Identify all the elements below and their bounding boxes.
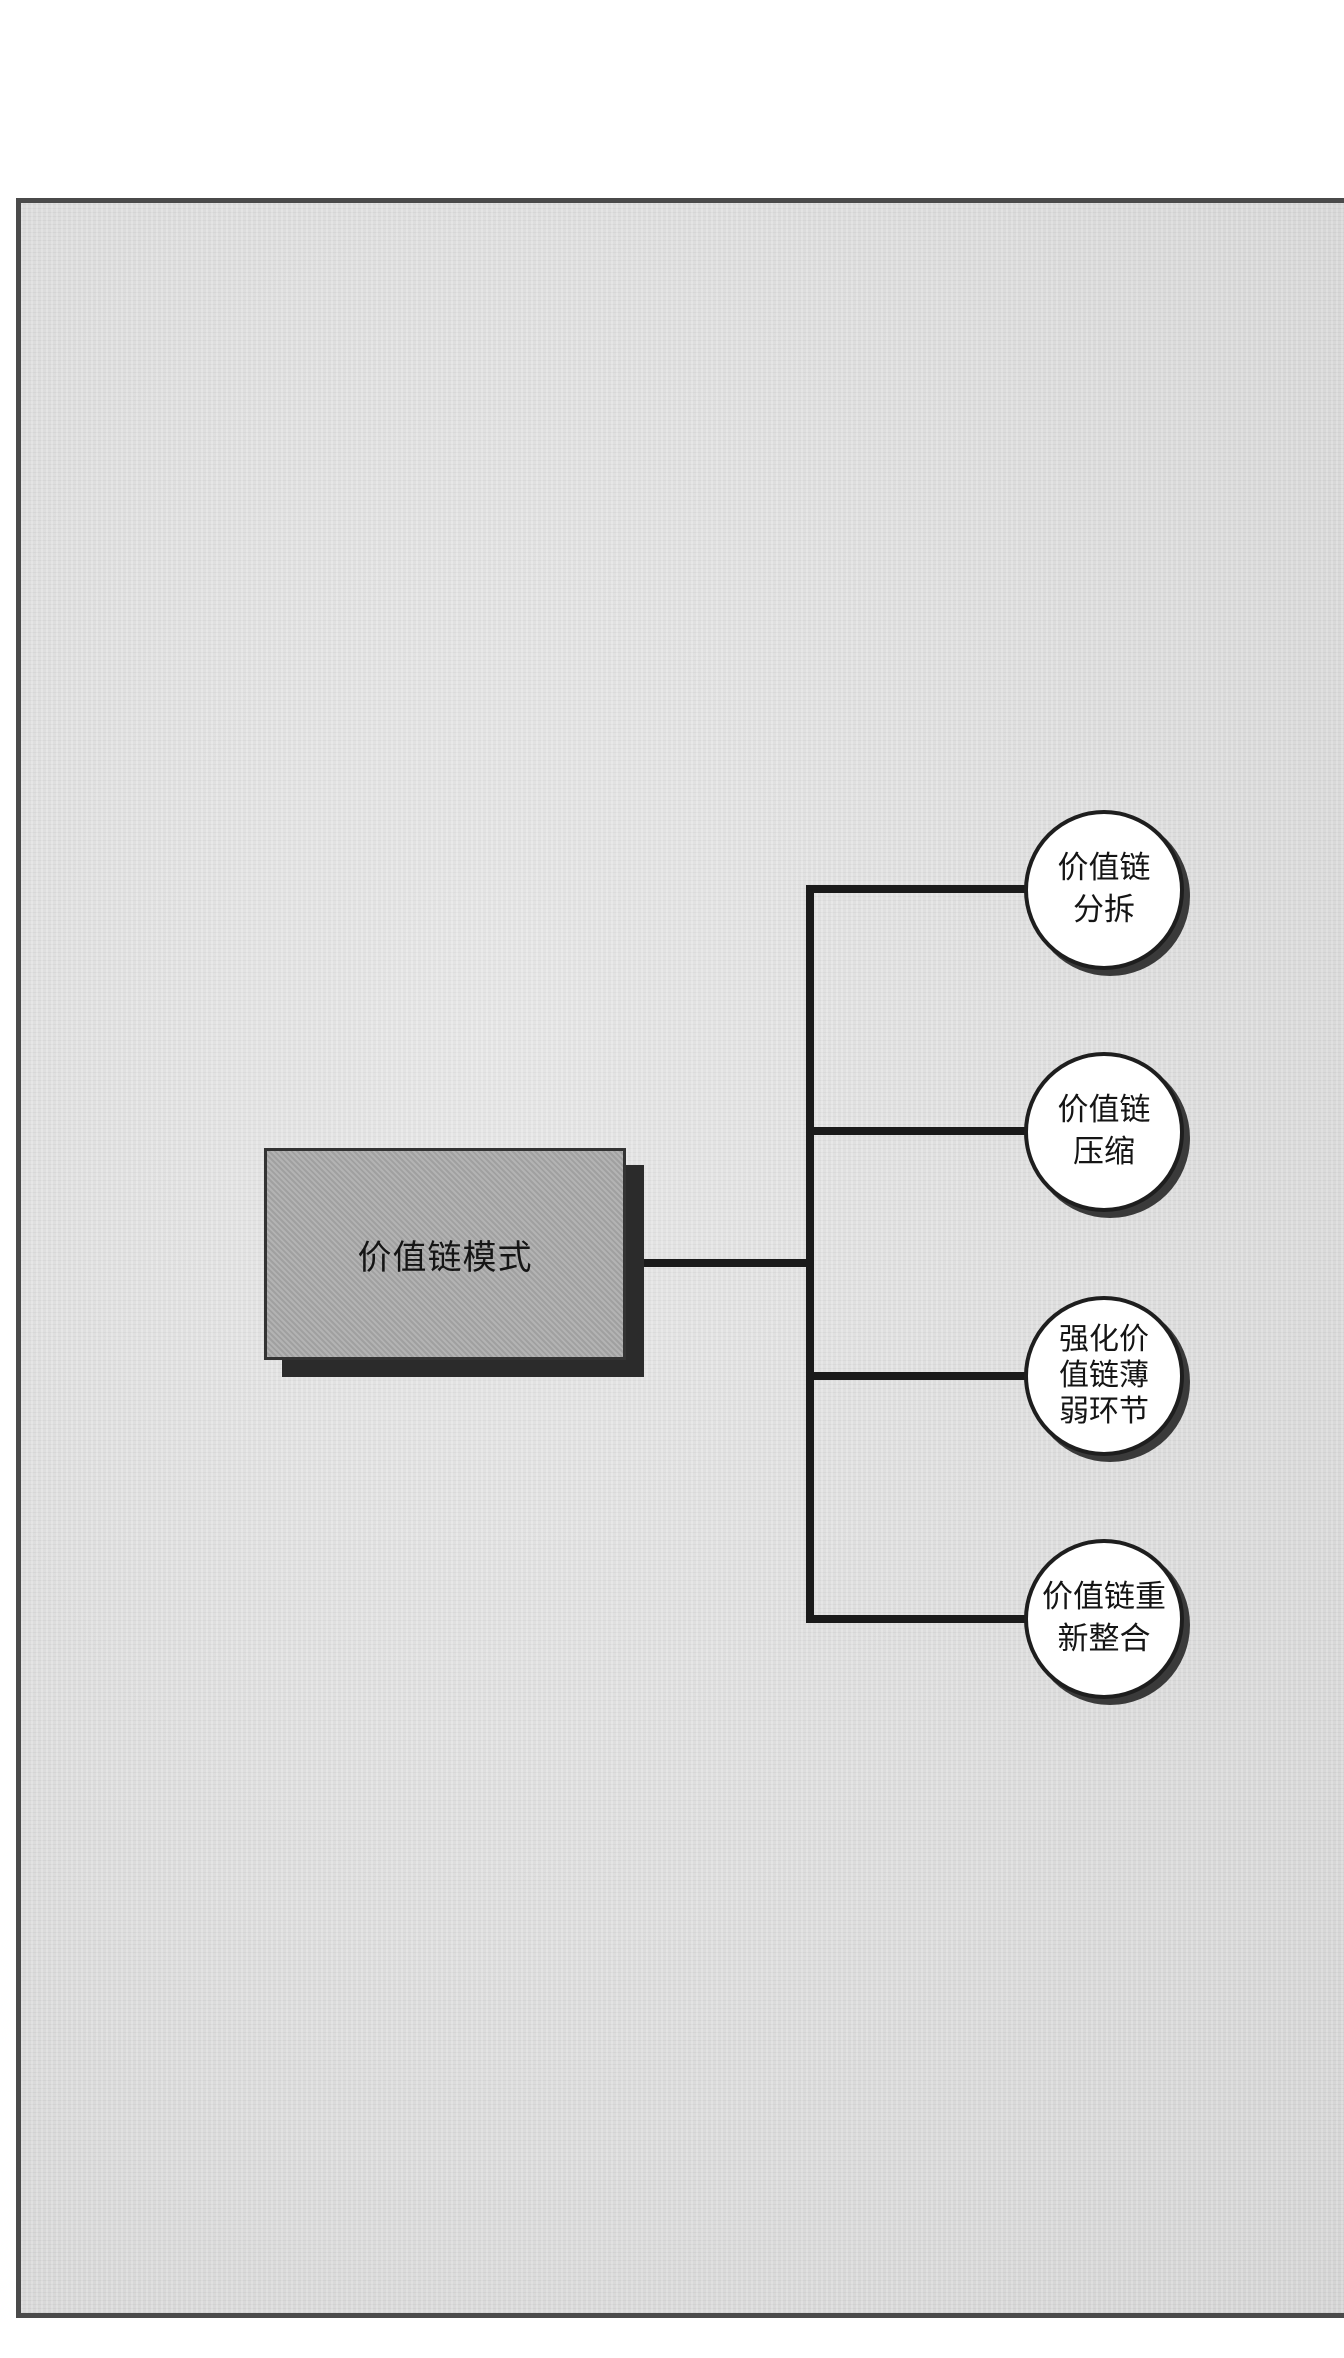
main-concept-box: 价值链模式	[264, 1148, 626, 1360]
main-concept-label: 价值链模式	[357, 1237, 533, 1278]
node-strengthen-weak-links: 强化价 值链薄 弱环节	[1024, 1296, 1184, 1456]
node-value-chain-reintegration: 价值链重 新整合	[1024, 1539, 1184, 1699]
node-value-chain-compress: 价值链 压缩	[1024, 1052, 1184, 1212]
node-label: 强化价 值链薄 弱环节	[1059, 1322, 1149, 1429]
node-label: 价值链重 新整合	[1042, 1579, 1166, 1657]
diagram-panel	[16, 198, 1344, 2318]
node-label: 价值链 压缩	[1057, 1092, 1151, 1170]
node-label: 价值链 分拆	[1057, 850, 1151, 928]
node-value-chain-split: 价值链 分拆	[1024, 810, 1184, 970]
